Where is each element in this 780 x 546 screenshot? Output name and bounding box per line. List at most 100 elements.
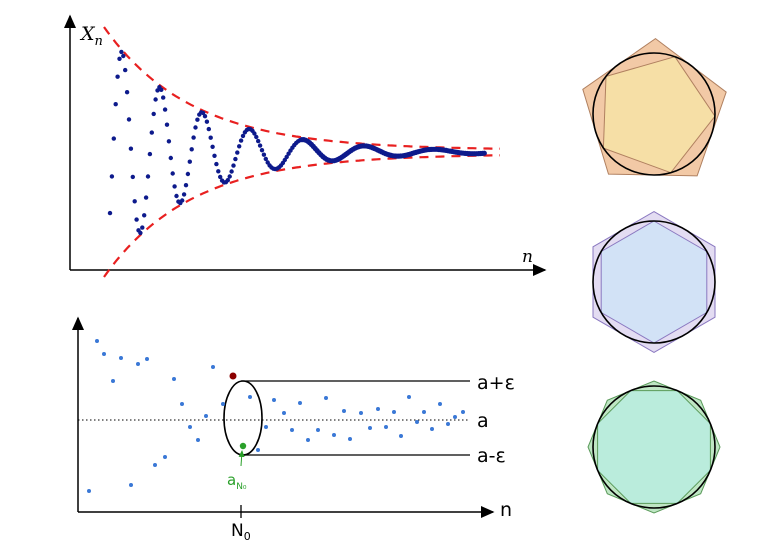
osc-point bbox=[183, 183, 189, 188]
osc-point bbox=[254, 134, 259, 140]
osc-point bbox=[229, 169, 234, 174]
octagon-circle bbox=[592, 385, 716, 509]
osc-point bbox=[123, 67, 128, 73]
osc-point bbox=[128, 146, 134, 151]
sequence-points bbox=[87, 339, 465, 493]
polygon-octagon bbox=[587, 380, 721, 514]
osc-point bbox=[109, 174, 115, 179]
sequence-point bbox=[316, 428, 320, 432]
osc-point bbox=[252, 131, 257, 136]
top-x-label: n bbox=[522, 247, 533, 267]
osc-point bbox=[149, 130, 154, 135]
osc-point bbox=[181, 192, 187, 197]
osc-point bbox=[138, 230, 143, 236]
highlight-point-green bbox=[239, 442, 247, 450]
osc-point bbox=[143, 195, 149, 200]
sequence-point bbox=[453, 415, 457, 419]
osc-point bbox=[210, 144, 215, 149]
sequence-point bbox=[180, 402, 184, 406]
sequence-point bbox=[399, 434, 403, 438]
osc-point bbox=[257, 143, 263, 148]
osc-point bbox=[481, 150, 487, 156]
osc-point bbox=[153, 97, 158, 102]
osc-point bbox=[126, 117, 132, 122]
sequence-point bbox=[298, 401, 302, 405]
sequence-point bbox=[376, 407, 380, 411]
sequence-point bbox=[290, 428, 294, 432]
sequence-point bbox=[306, 438, 310, 442]
sequence-point bbox=[264, 425, 268, 429]
label-a-plus-eps: a+ε bbox=[477, 372, 515, 394]
sequence-point bbox=[342, 409, 346, 413]
polygon-pentagon bbox=[582, 37, 727, 177]
sequence-point bbox=[188, 425, 192, 429]
pentagon-circle bbox=[592, 52, 716, 176]
osc-point bbox=[240, 133, 246, 139]
octagon-inner bbox=[597, 390, 711, 504]
osc-point bbox=[256, 138, 261, 144]
sequence-point bbox=[446, 422, 450, 426]
osc-point bbox=[208, 135, 213, 140]
sequence-point bbox=[415, 420, 419, 424]
osc-point bbox=[206, 126, 211, 132]
sequence-point bbox=[407, 395, 411, 399]
sequence-point bbox=[392, 410, 396, 414]
osc-point bbox=[151, 111, 156, 117]
osc-point bbox=[132, 199, 137, 204]
osc-point bbox=[233, 156, 238, 162]
osc-point bbox=[159, 87, 164, 93]
sequence-point bbox=[87, 489, 91, 493]
sequence-point bbox=[430, 427, 434, 431]
sequence-point bbox=[172, 377, 176, 381]
bottom-plot: a+ε a a-ε n N0 aN₀ bbox=[72, 316, 515, 543]
label-a-n0-sub: N₀ bbox=[236, 482, 247, 492]
sequence-point bbox=[348, 437, 352, 441]
osc-point bbox=[124, 90, 130, 95]
top-y-label-sub: n bbox=[95, 34, 103, 49]
osc-point bbox=[170, 171, 175, 176]
osc-point bbox=[162, 107, 168, 112]
highlight-point-top bbox=[229, 372, 237, 380]
lower-envelope bbox=[103, 154, 500, 278]
osc-point bbox=[119, 49, 124, 55]
sequence-point bbox=[332, 433, 336, 437]
osc-point bbox=[235, 150, 240, 155]
pentagon-inner bbox=[602, 56, 716, 174]
osc-point bbox=[174, 193, 179, 199]
top-y-label-main: X bbox=[79, 23, 96, 45]
osc-point bbox=[195, 117, 200, 122]
osc-point bbox=[189, 147, 194, 152]
sequence-point bbox=[324, 396, 328, 400]
sequence-point bbox=[111, 379, 115, 383]
label-n-bottom: n bbox=[500, 499, 512, 521]
osc-point bbox=[218, 174, 223, 180]
top-y-label: Xn bbox=[79, 23, 103, 49]
sequence-point bbox=[359, 411, 363, 415]
osc-point bbox=[113, 102, 118, 107]
sequence-point bbox=[163, 455, 167, 459]
label-a-minus-eps: a-ε bbox=[477, 445, 506, 467]
osc-point bbox=[142, 213, 147, 218]
osc-point bbox=[168, 155, 173, 161]
hexagon-circle bbox=[592, 220, 716, 344]
sequence-point bbox=[461, 410, 465, 414]
osc-point bbox=[227, 174, 232, 179]
osc-point bbox=[140, 225, 145, 230]
polygon-hexagon bbox=[592, 211, 716, 353]
osc-point bbox=[121, 53, 126, 59]
sequence-point bbox=[438, 402, 442, 406]
sequence-point bbox=[102, 352, 106, 356]
sequence-point bbox=[221, 402, 225, 406]
osc-point bbox=[193, 125, 198, 130]
top-plot: Xn n bbox=[64, 14, 547, 278]
osc-point bbox=[130, 174, 135, 180]
osc-point bbox=[107, 210, 113, 216]
osc-point bbox=[161, 95, 166, 100]
osc-point bbox=[212, 153, 217, 158]
osc-point bbox=[237, 144, 242, 149]
osc-point bbox=[147, 151, 153, 157]
osc-point bbox=[231, 163, 236, 168]
osc-point bbox=[115, 74, 120, 79]
